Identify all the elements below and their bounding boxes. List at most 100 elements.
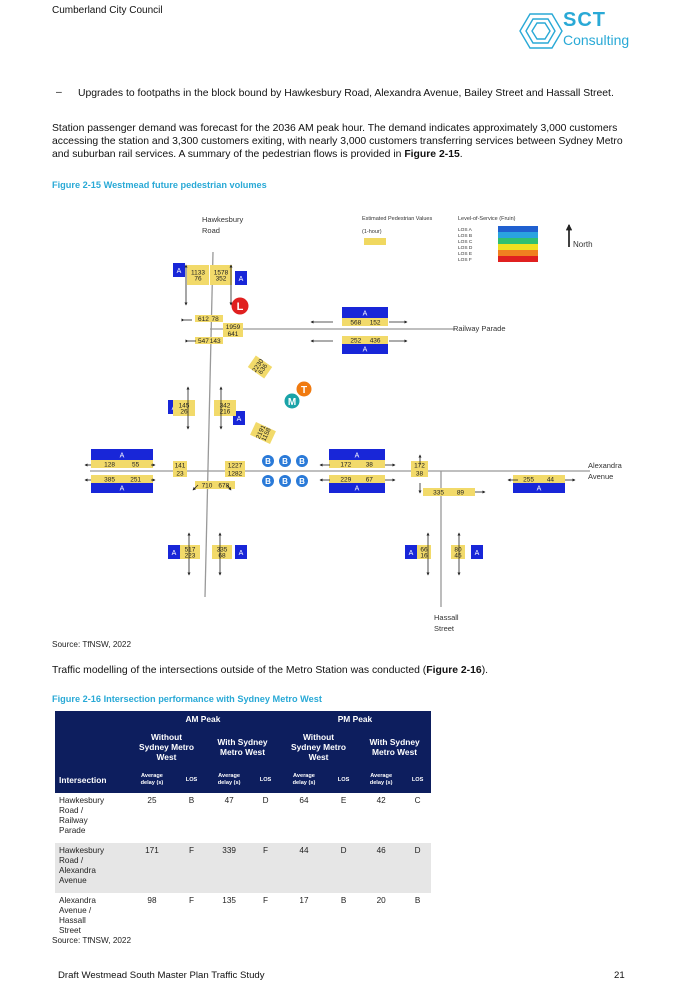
paragraph-modelling-end: ). bbox=[481, 665, 489, 676]
volume-value: 612 bbox=[198, 316, 209, 323]
los-a-box bbox=[173, 263, 185, 277]
volume-value: 172 bbox=[414, 462, 425, 469]
volume-value: 1578 bbox=[214, 270, 229, 277]
los-a-box bbox=[235, 545, 247, 559]
volume-value: 128 bbox=[104, 461, 115, 468]
logo-text-consulting: Consulting bbox=[563, 32, 630, 48]
volume-value: 352 bbox=[216, 276, 227, 283]
los-a-label: A bbox=[537, 486, 542, 493]
volume-value: 26 bbox=[180, 409, 188, 416]
figure-2-16-reference[interactable]: Figure 2-16 bbox=[426, 665, 482, 676]
los-a-label: A bbox=[409, 550, 414, 557]
intersection-column-header: Intersection bbox=[55, 767, 127, 793]
legend-los-e: LOS E bbox=[458, 251, 472, 257]
road-label-hassall: Hassall bbox=[434, 613, 459, 622]
bus-icon-letter: B bbox=[299, 457, 305, 466]
bus-icon bbox=[296, 455, 308, 467]
logo-text-sct: SCT bbox=[563, 9, 606, 31]
los-a-box bbox=[91, 449, 153, 460]
volume-value: 16 bbox=[420, 553, 428, 560]
volume-box: 252 436 bbox=[342, 336, 388, 344]
legend-los-b: LOS B bbox=[458, 233, 472, 239]
volume-value: 55 bbox=[132, 461, 140, 468]
los-a-box bbox=[329, 482, 385, 493]
volume-value: 1133 bbox=[191, 270, 205, 277]
road-label-railway-parade: Railway Parade bbox=[453, 324, 506, 333]
volume-box: 641 bbox=[223, 330, 243, 338]
paragraph-modelling: Traffic modelling of the intersections o… bbox=[52, 664, 632, 677]
road-label-avenue: Avenue bbox=[588, 472, 613, 481]
los-a-label: A bbox=[355, 486, 360, 493]
los-swatch bbox=[498, 238, 538, 244]
los-column-header: LOS bbox=[252, 767, 279, 793]
volume-value: 38 bbox=[366, 461, 374, 468]
volume-value: 141 bbox=[175, 462, 186, 469]
legend-period: (1-hour) bbox=[362, 229, 382, 235]
volume-value: 89 bbox=[457, 489, 465, 496]
metro-letter: M bbox=[288, 397, 296, 408]
volume-value: 223 bbox=[185, 553, 196, 560]
sct-logo-icon bbox=[519, 13, 563, 49]
volume-value: 1227 bbox=[228, 462, 243, 469]
los-a-box bbox=[342, 343, 388, 354]
figure-reference[interactable]: Figure 2-15 bbox=[404, 149, 460, 160]
train-station-letter: T bbox=[301, 385, 307, 396]
volume-value: 641 bbox=[228, 331, 239, 338]
pedestrian-volume-diagram: Hawkesbury Road Railway Parade Alexandra… bbox=[84, 215, 623, 633]
volume-value: 23 bbox=[176, 470, 184, 477]
volume-value: 678 bbox=[218, 482, 229, 489]
road-label-alexandra: Alexandra bbox=[588, 461, 623, 470]
footer-title: Draft Westmead South Master Plan Traffic… bbox=[58, 970, 265, 981]
volume-box: 38 bbox=[411, 469, 428, 477]
bus-icon bbox=[279, 475, 291, 487]
bullet-dash: – bbox=[56, 87, 62, 98]
los-a-label: A bbox=[177, 268, 182, 275]
legend-los-f: LOS F bbox=[458, 257, 472, 263]
volume-value: 38 bbox=[416, 470, 424, 477]
volume-value: 45 bbox=[454, 553, 462, 560]
bus-icon bbox=[296, 475, 308, 487]
volume-value: 342 bbox=[220, 403, 231, 410]
bullet-text: Upgrades to footpaths in the block bound… bbox=[78, 88, 614, 99]
bus-icon bbox=[262, 455, 274, 467]
los-a-box bbox=[405, 545, 417, 559]
metro-icon bbox=[284, 393, 300, 409]
figure-2-16-caption: Figure 2-16 Intersection performance wit… bbox=[52, 694, 322, 704]
volume-value: 517 bbox=[185, 547, 196, 554]
volume-value: 710 bbox=[202, 482, 213, 489]
los-a-boxes: AAAAAAAAAAAAAAA bbox=[91, 263, 565, 559]
volume-box: 1959 bbox=[223, 323, 243, 331]
legend-los-d: LOS D bbox=[458, 245, 473, 251]
los-column-header: LOS bbox=[329, 767, 359, 793]
volume-value: 216 bbox=[220, 409, 231, 416]
volume-value: 436 bbox=[370, 337, 381, 344]
volume-value: 66 bbox=[420, 547, 428, 554]
volume-value: 251 bbox=[130, 476, 141, 483]
volume-value: 252 bbox=[350, 337, 361, 344]
legend-los-colour-bar bbox=[498, 226, 538, 262]
volume-value: 568 bbox=[350, 319, 361, 326]
hawkesbury-road-line bbox=[204, 251, 214, 598]
volume-value: 44 bbox=[547, 476, 555, 483]
volume-value: 68 bbox=[218, 553, 226, 560]
los-a-label: A bbox=[172, 550, 177, 557]
figure-2-15-caption: Figure 2-15 Westmead future pedestrian v… bbox=[52, 180, 267, 190]
legend-swatch-volume bbox=[364, 238, 386, 245]
